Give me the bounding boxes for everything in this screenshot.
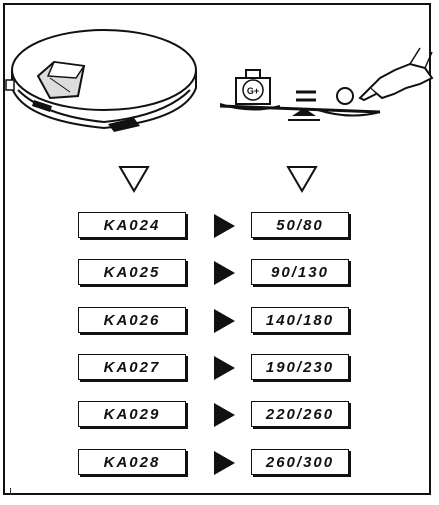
table-row: KA027 190/230	[0, 354, 439, 380]
range-value: 190/230	[265, 358, 335, 376]
range-box: 260/300	[251, 449, 349, 475]
model-code-box: KA026	[78, 307, 186, 333]
model-code: KA028	[103, 453, 161, 471]
range-box: 190/230	[251, 354, 349, 380]
arrow-right-icon	[214, 451, 235, 475]
table-row: KA026 140/180	[0, 307, 439, 333]
model-code-box: KA027	[78, 354, 186, 380]
model-code: KA027	[103, 358, 161, 376]
range-box: 50/80	[251, 212, 349, 238]
triangle-down-icon	[118, 166, 150, 193]
range-value: 140/180	[265, 311, 335, 329]
range-value: 90/130	[271, 263, 329, 281]
arrow-right-icon	[214, 214, 235, 238]
model-code-box: KA024	[78, 212, 186, 238]
arrow-right-icon	[214, 356, 235, 380]
arrow-right-icon	[214, 403, 235, 427]
model-code-box: KA028	[78, 449, 186, 475]
triangle-down-icon	[286, 166, 318, 193]
model-code-box: KA025	[78, 259, 186, 285]
range-box: 220/260	[251, 401, 349, 427]
model-code: KA029	[103, 405, 161, 423]
range-value: 220/260	[265, 405, 335, 423]
range-box: 140/180	[251, 307, 349, 333]
balance-scale-icon: G+	[220, 47, 434, 121]
model-code: KA024	[103, 216, 161, 234]
range-value: 50/80	[276, 216, 324, 234]
weight-badge-label: G+	[247, 86, 259, 96]
arrow-right-icon	[214, 261, 235, 285]
range-value: 260/300	[265, 453, 335, 471]
table-row: KA024 50/80	[0, 212, 439, 238]
arrow-right-icon	[214, 309, 235, 333]
table-row: KA025 90/130	[0, 259, 439, 285]
round-case-device-icon	[5, 29, 197, 132]
scan-mark	[10, 488, 11, 495]
model-code-box: KA029	[78, 401, 186, 427]
model-code: KA025	[103, 263, 161, 281]
model-code: KA026	[103, 311, 161, 329]
table-row: KA028 260/300	[0, 449, 439, 475]
range-box: 90/130	[251, 259, 349, 285]
table-row: KA029 220/260	[0, 401, 439, 427]
